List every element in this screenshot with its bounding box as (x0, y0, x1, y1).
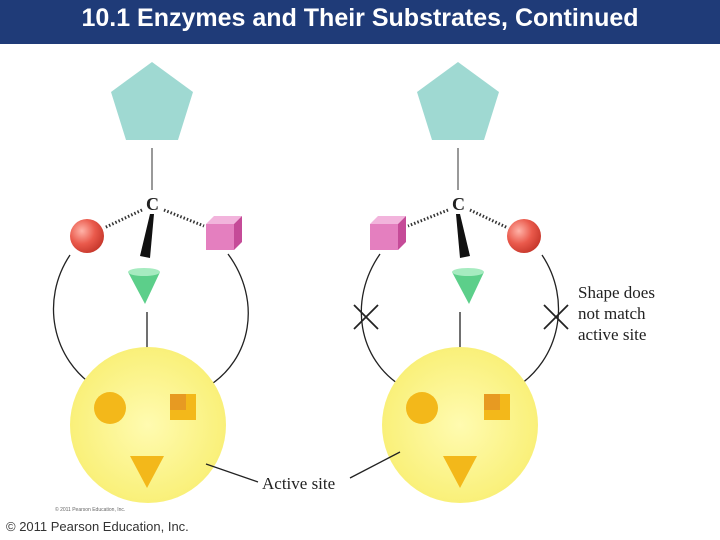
left-hashed-bond-left (103, 208, 143, 230)
right-pentagon (417, 62, 499, 140)
right-site-circle (406, 392, 438, 424)
small-credit: © 2011 Pearson Education, Inc. (55, 506, 125, 513)
right-site-square (484, 394, 510, 420)
right-x-mark (543, 304, 569, 330)
left-curved-arrow-right (206, 253, 249, 388)
copyright-text: © 2011 Pearson Education, Inc. (6, 519, 189, 534)
right-carbon-label: C (452, 194, 465, 214)
mismatch-label-line-3: active site (578, 325, 646, 344)
right-molecule: C (353, 62, 569, 415)
left-curved-arrow-left (52, 254, 98, 389)
right-pink-cube (370, 216, 406, 250)
left-site-triangle (130, 456, 164, 488)
left-enzyme (70, 347, 226, 503)
active-site-pointer-left (205, 463, 259, 483)
left-x-mark (353, 304, 379, 330)
mismatch-label: Shape does not match active site (578, 283, 655, 344)
left-wedge-bond (140, 214, 154, 258)
right-curved-arrow-right (514, 254, 560, 389)
left-pentagon (111, 62, 193, 140)
right-site-triangle (443, 456, 477, 488)
mismatch-label-line-2: not match (578, 304, 646, 323)
left-enzyme-body (70, 347, 226, 503)
right-wedge-bond (456, 214, 470, 258)
left-hashed-bond-right (163, 208, 205, 228)
active-site-pointer-right (349, 451, 401, 479)
left-red-sphere (70, 219, 104, 253)
left-carbon-label: C (146, 194, 159, 214)
right-enzyme (382, 347, 538, 503)
right-curved-arrow-left (360, 253, 404, 388)
title-bar: 10.1 Enzymes and Their Substrates, Conti… (0, 0, 720, 44)
right-red-sphere (507, 219, 541, 253)
left-molecule: C (52, 62, 249, 415)
mismatch-label-line-1: Shape does (578, 283, 655, 302)
left-site-square (170, 394, 196, 420)
left-site-circle (94, 392, 126, 424)
slide-title: 10.1 Enzymes and Their Substrates, Conti… (81, 4, 639, 32)
right-enzyme-body (382, 347, 538, 503)
left-pink-cube (206, 216, 242, 250)
left-green-cone (128, 268, 160, 304)
right-green-cone (452, 268, 484, 304)
right-hashed-bond-left (407, 208, 449, 228)
active-site-label: Active site (262, 474, 335, 493)
right-hashed-bond-right (469, 208, 509, 230)
